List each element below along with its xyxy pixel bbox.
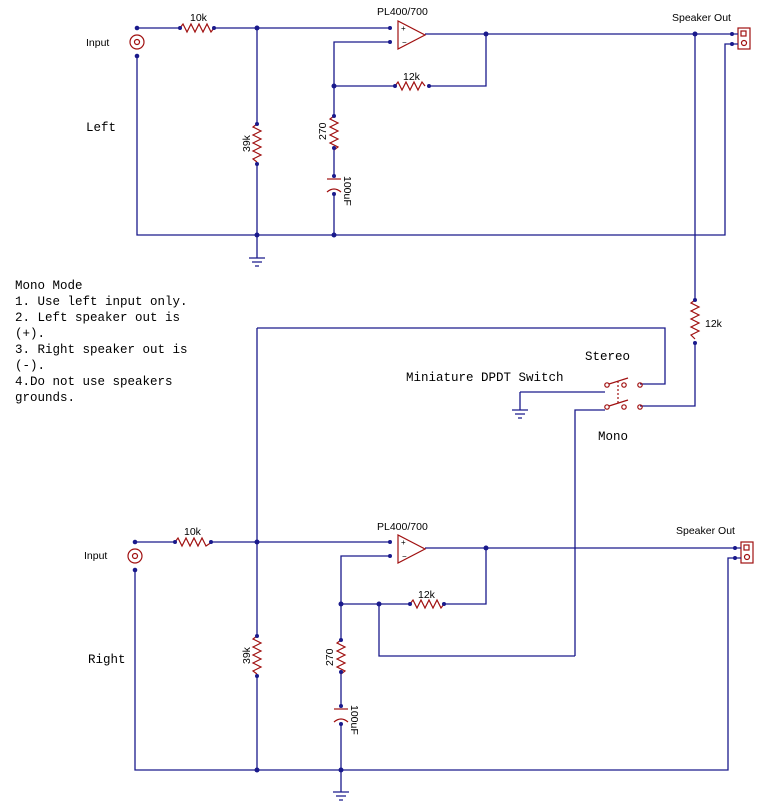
right-ground-icon [333,791,349,801]
right-gain-resistor-label: 270 [324,648,336,666]
right-channel-label: Right [88,653,126,667]
svg-text:−: − [402,552,407,561]
switch-stereo-label: Stereo [585,350,630,364]
dpdt-switch: Miniature DPDT Switch Stereo Mono [257,327,666,656]
notes-line: 4.Do not use speakers [15,375,173,389]
left-channel-label: Left [86,121,116,135]
left-input-resistor-label: 10k [190,12,208,24]
left-amplifier-label: PL400/700 [377,6,428,18]
right-input-jack [127,548,143,564]
notes-line: 1. Use left input only. [15,295,188,309]
right-input-resistor-label: 10k [184,526,202,538]
right-speaker-connector [733,541,754,564]
right-shunt-resistor [251,635,263,675]
notes-title: Mono Mode [15,279,83,293]
notes-line: (-). [15,359,46,373]
notes-line: 3. Right speaker out is [15,343,188,357]
left-capacitor [326,174,342,196]
switch-name-label: Miniature DPDT Switch [406,371,564,385]
left-gain-resistor [328,115,340,151]
left-speaker-connector [730,27,751,50]
switch-mono-label: Mono [598,430,628,444]
left-shunt-resistor [251,123,263,163]
left-feedback-resistor-label: 12k [403,71,421,83]
right-amplifier-label: PL400/700 [377,521,428,533]
right-input-label: Input [84,550,107,562]
left-capacitor-label: 100uF [341,176,353,206]
left-speaker-label: Speaker Out [672,12,731,24]
right-amplifier [397,534,427,564]
right-gain-resistor [335,639,347,675]
switch-ground-icon [512,409,528,419]
left-ground-icon [249,257,265,267]
left-amplifier [397,20,427,50]
mono-mode-notes: Mono Mode 1. Use left input only. 2. Left … [15,278,188,406]
bridge-resistor-label: 12k [705,318,723,330]
left-channel: + − [86,6,751,407]
right-capacitor [333,704,349,726]
right-capacitor-label: 100uF [348,705,360,735]
bridge-resistor: 12k [689,298,723,345]
right-channel: + − Input Right 1 [84,328,754,801]
left-feedback-resistor [394,80,426,92]
right-feedback-resistor [409,598,445,610]
left-input-resistor [179,22,215,34]
svg-text:+: + [401,24,406,33]
svg-text:+: + [401,538,406,547]
notes-line: grounds. [15,391,76,405]
notes-line: 2. Left speaker out is [15,311,181,325]
left-shunt-resistor-label: 39k [241,134,253,152]
right-feedback-resistor-label: 12k [418,589,436,601]
left-input-jack [129,34,145,50]
svg-text:−: − [402,38,407,47]
left-gain-resistor-label: 270 [317,122,329,140]
right-input-resistor [174,536,213,548]
right-shunt-resistor-label: 39k [241,646,253,664]
left-input-label: Input [86,37,109,49]
right-speaker-label: Speaker Out [676,525,735,537]
notes-line: (+). [15,327,46,341]
